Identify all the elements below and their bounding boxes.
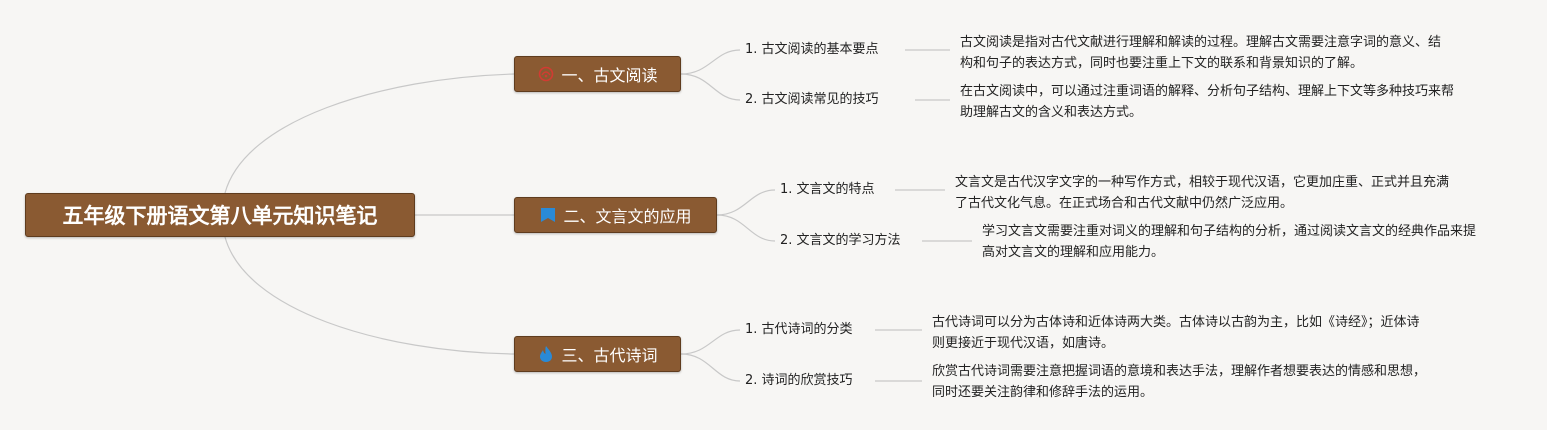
description-1-2: 在古文阅读中，可以通过注重词语的解释、分析句子结构、理解上下文等多种技巧来帮助理… (960, 84, 1455, 120)
subtopic-1-2[interactable]: 2. 古文阅读常见的技巧 (745, 92, 879, 107)
branch-node-3[interactable]: 三、古代诗词 (514, 336, 681, 372)
subtopic-3-1[interactable]: 1. 古代诗词的分类 (745, 322, 853, 337)
subtopic-1-1[interactable]: 1. 古文阅读的基本要点 (745, 42, 879, 57)
description-2-2: 学习文言文需要注重对词义的理解和句子结构的分析，通过阅读文言文的经典作品来提高对… (982, 224, 1477, 260)
branch-label-1: 一、古文阅读 (561, 66, 658, 85)
description-2-1: 文言文是古代汉字文字的一种写作方式，相较于现代汉语，它更加庄重、正式并且充满了古… (955, 175, 1450, 211)
connector-b1-item2 (680, 73, 741, 101)
description-1-1: 古文阅读是指对古代文献进行理解和解读的过程。理解古文需要注意字词的意义、结构和句… (960, 35, 1442, 71)
connector-b1-item1 (680, 49, 741, 75)
red-ring-icon (537, 65, 555, 83)
connector-b2-item2 (716, 214, 776, 242)
root-title: 五年级下册语文第八单元知识笔记 (62, 204, 378, 228)
connector-b2-item1 (716, 189, 776, 216)
connector-root-branch-3 (224, 236, 515, 355)
blue-flag-icon (539, 206, 557, 224)
branch-node-2[interactable]: 二、文言文的应用 (514, 197, 717, 233)
connector-b3-item1 (680, 329, 741, 355)
description-3-1: 古代诗词可以分为古体诗和近体诗两大类。古体诗以古韵为主，比如《诗经》；近体诗则更… (932, 315, 1420, 351)
subtopic-2-2[interactable]: 2. 文言文的学习方法 (780, 233, 901, 248)
subtopic-2-1[interactable]: 1. 文言文的特点 (780, 182, 875, 197)
blue-flame-icon (537, 345, 555, 363)
connector-b3-item2 (680, 353, 741, 382)
branch-label-2: 二、文言文的应用 (563, 207, 692, 226)
description-3-2: 欣赏古代诗词需要注意把握词语的意境和表达手法，理解作者想要表达的情感和思想，同时… (932, 364, 1427, 400)
subtopic-3-2[interactable]: 2. 诗词的欣赏技巧 (745, 373, 853, 388)
connector-root-branch-1 (224, 73, 515, 194)
branch-label-3: 三、古代诗词 (561, 346, 658, 365)
root-node[interactable]: 五年级下册语文第八单元知识笔记 (25, 193, 415, 237)
branch-node-1[interactable]: 一、古文阅读 (514, 56, 681, 92)
